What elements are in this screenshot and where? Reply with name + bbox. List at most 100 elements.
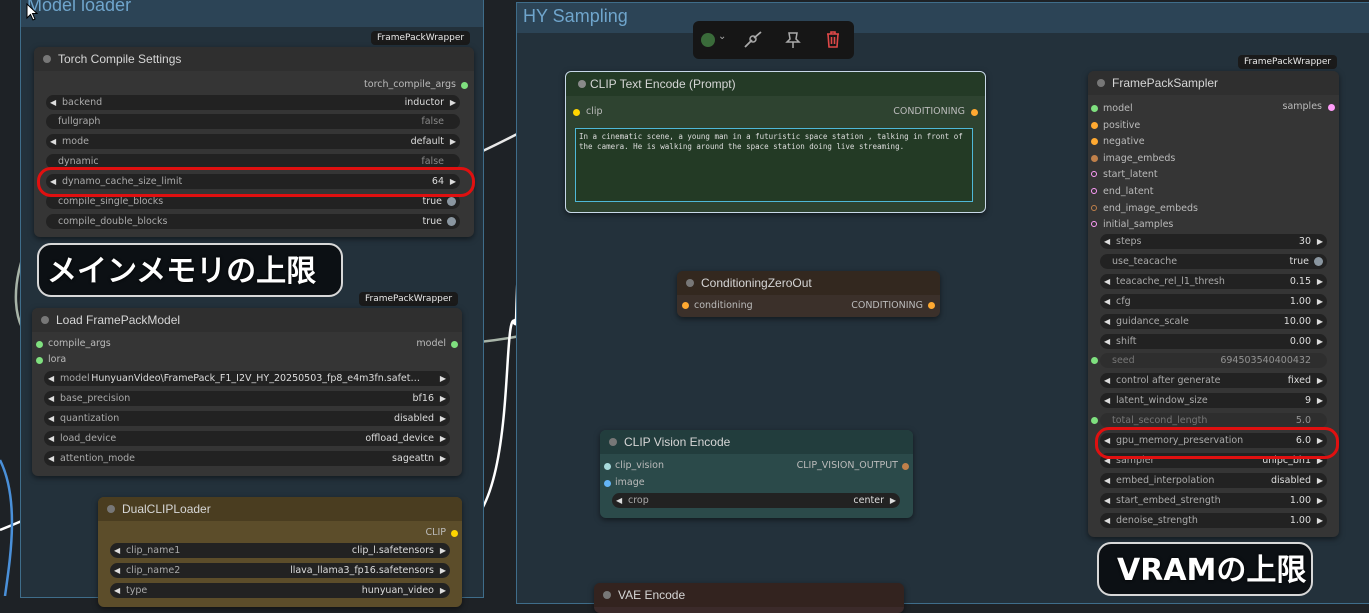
input-port-dot[interactable] (1091, 105, 1098, 112)
toggle-knob-icon[interactable] (447, 197, 456, 206)
arrow-left-icon[interactable]: ◀ (1104, 316, 1111, 326)
arrow-left-icon[interactable]: ◀ (1104, 495, 1111, 505)
input-port-dot[interactable] (1091, 188, 1097, 194)
pin-icon[interactable] (785, 31, 801, 49)
arrow-right-icon[interactable]: ▶ (1316, 316, 1323, 326)
collapse-dot[interactable] (578, 80, 586, 88)
arrow-left-icon[interactable]: ◀ (48, 394, 55, 403)
input-port-dot[interactable] (1091, 154, 1098, 162)
chevron-down-icon[interactable]: ⌄ (718, 31, 727, 42)
arrow-left-icon[interactable]: ◀ (1104, 455, 1111, 465)
arrow-left-icon[interactable]: ◀ (1104, 396, 1111, 406)
widget-crop[interactable]: ◀ crop center ▶ (612, 493, 900, 508)
arrow-left-icon[interactable]: ◀ (50, 137, 57, 146)
input-port-dot[interactable] (573, 109, 580, 116)
arrow-right-icon[interactable]: ▶ (1316, 376, 1323, 386)
widget-dynamic[interactable]: dynamic false (46, 154, 460, 169)
delete-icon[interactable] (825, 30, 841, 49)
arrow-right-icon[interactable]: ▶ (1316, 495, 1323, 505)
arrow-left-icon[interactable]: ◀ (1104, 276, 1111, 286)
input-port-dot[interactable] (36, 357, 43, 364)
output-port-dot[interactable] (461, 82, 468, 89)
input-port-dot[interactable] (682, 302, 689, 309)
arrow-right-icon[interactable]: ▶ (439, 414, 446, 423)
arrow-right-icon[interactable]: ▶ (439, 454, 446, 463)
collapse-dot[interactable] (41, 316, 49, 324)
node-selection-toolbar[interactable]: ⌄ (693, 21, 854, 59)
input-port-dot[interactable] (1091, 121, 1098, 129)
arrow-left-icon[interactable]: ◀ (48, 434, 55, 443)
input-port-dot[interactable] (604, 480, 611, 487)
arrow-right-icon[interactable]: ▶ (1316, 296, 1323, 306)
arrow-left-icon[interactable]: ◀ (1104, 296, 1111, 306)
input-port-dot[interactable] (1091, 204, 1097, 211)
widget-load-device[interactable]: ◀ load_device offload_device ▶ (44, 431, 450, 446)
collapse-dot[interactable] (1097, 79, 1105, 87)
widget-attention-mode[interactable]: ◀ attention_mode sageattn ▶ (44, 451, 450, 466)
collapse-dot[interactable] (603, 591, 611, 599)
arrow-right-icon[interactable]: ▶ (1316, 436, 1323, 445)
node-conditioning-zero-out[interactable]: ConditioningZeroOut conditioning CONDITI… (677, 271, 940, 317)
arrow-left-icon[interactable]: ◀ (1104, 475, 1111, 485)
arrow-right-icon[interactable]: ▶ (1316, 237, 1323, 246)
output-port-dot[interactable] (971, 109, 978, 116)
arrow-left-icon[interactable]: ◀ (1104, 515, 1111, 525)
arrow-right-icon[interactable]: ▶ (449, 137, 456, 146)
widget-mode[interactable]: ◀ mode default ▶ (46, 134, 460, 149)
collapse-dot[interactable] (686, 279, 694, 287)
input-port-dot[interactable] (1091, 417, 1098, 425)
arrow-right-icon[interactable]: ▶ (1316, 396, 1323, 406)
output-port-dot[interactable] (451, 530, 458, 537)
arrow-right-icon[interactable]: ▶ (1316, 276, 1323, 286)
widget-base-precision[interactable]: ◀ base_precision bf16 ▶ (44, 391, 450, 406)
arrow-right-icon[interactable]: ▶ (439, 586, 446, 595)
input-port-dot[interactable] (36, 341, 43, 348)
arrow-left-icon[interactable]: ◀ (48, 414, 55, 423)
arrow-right-icon[interactable]: ▶ (889, 496, 896, 505)
prompt-textarea[interactable]: In a cinematic scene, a young man in a f… (575, 128, 973, 202)
input-port-dot[interactable] (1091, 171, 1097, 178)
toggle-knob-icon[interactable] (1314, 256, 1323, 266)
output-port-dot[interactable] (1328, 104, 1335, 111)
widget-dynamo-cache-size-limit[interactable]: ◀ dynamo_cache_size_limit 64 ▶ (46, 174, 460, 189)
widget-fullgraph[interactable]: fullgraph false (46, 114, 460, 129)
collapse-dot[interactable] (43, 55, 51, 63)
collapse-dot[interactable] (107, 505, 115, 513)
input-port-dot[interactable] (1091, 138, 1098, 146)
collapse-dot[interactable] (609, 438, 617, 446)
arrow-right-icon[interactable]: ▶ (1316, 515, 1323, 525)
arrow-left-icon[interactable]: ◀ (1104, 237, 1111, 246)
arrow-right-icon[interactable]: ▶ (1316, 455, 1323, 465)
output-port-dot[interactable] (902, 463, 909, 470)
arrow-right-icon[interactable]: ▶ (439, 394, 446, 403)
widget-clip-name2[interactable]: ◀ clip_name2 llava_llama3_fp16.safetenso… (110, 563, 450, 578)
output-port-dot[interactable] (451, 341, 458, 348)
widget-type[interactable]: ◀ type hunyuan_video ▶ (110, 583, 450, 598)
arrow-right-icon[interactable]: ▶ (1316, 475, 1323, 485)
arrow-left-icon[interactable]: ◀ (1104, 336, 1111, 346)
output-port-dot[interactable] (928, 302, 935, 309)
toggle-knob-icon[interactable] (447, 217, 456, 226)
color-swatch-icon[interactable] (701, 33, 715, 47)
arrow-left-icon[interactable]: ◀ (1104, 376, 1111, 386)
arrow-left-icon[interactable]: ◀ (48, 374, 55, 383)
widget-quantization[interactable]: ◀ quantization disabled ▶ (44, 411, 450, 426)
arrow-right-icon[interactable]: ▶ (1316, 336, 1323, 346)
bypass-icon[interactable] (743, 31, 763, 49)
input-port-dot[interactable] (1091, 357, 1098, 365)
widget-backend[interactable]: ◀ backend inductor ▶ (46, 95, 460, 110)
input-port-dot[interactable] (1091, 221, 1097, 228)
arrow-right-icon[interactable]: ▶ (439, 434, 446, 443)
arrow-right-icon[interactable]: ▶ (439, 546, 446, 555)
widget-compile-double-blocks[interactable]: compile_double_blocks true (46, 214, 460, 229)
arrow-right-icon[interactable]: ▶ (449, 98, 456, 107)
arrow-right-icon[interactable]: ▶ (439, 374, 446, 383)
